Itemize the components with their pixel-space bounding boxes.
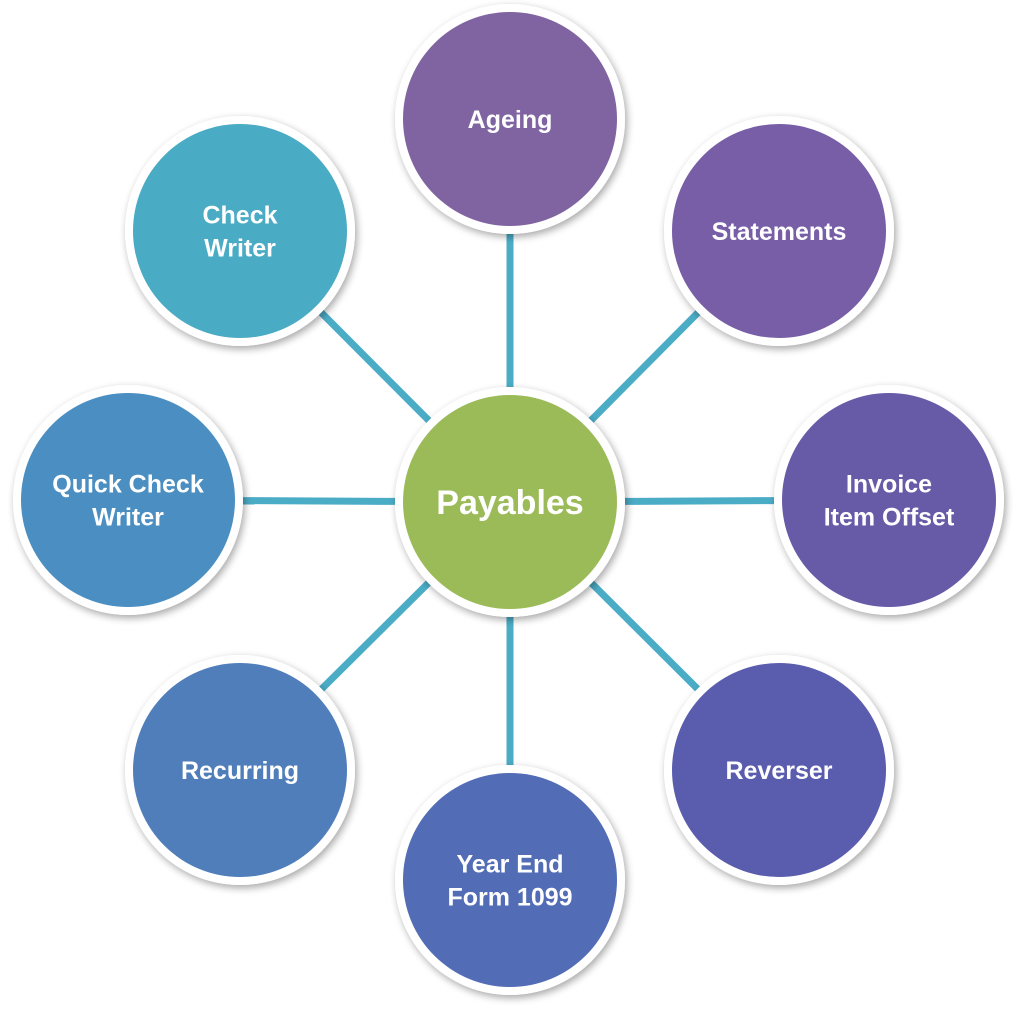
node-statements: Statements bbox=[664, 116, 894, 346]
connector-statements bbox=[588, 310, 701, 423]
node-year-end-label: Year End bbox=[457, 850, 564, 878]
node-ageing-disc bbox=[403, 12, 617, 226]
connector-quick-check bbox=[242, 497, 396, 505]
node-invoice-offset-label: Invoice bbox=[846, 470, 932, 498]
node-year-end-disc bbox=[403, 773, 617, 987]
node-check-writer-disc bbox=[133, 124, 347, 338]
node-ageing-label: Ageing bbox=[468, 106, 553, 134]
node-invoice-offset-disc bbox=[782, 393, 996, 607]
node-invoice-offset-label: Item Offset bbox=[824, 503, 955, 531]
node-ageing: Ageing bbox=[395, 4, 625, 234]
connector-recurring bbox=[319, 580, 431, 692]
node-reverser: Reverser bbox=[664, 655, 894, 885]
node-quick-check-disc bbox=[21, 393, 235, 607]
node-recurring-disc bbox=[133, 663, 347, 877]
connector-invoice-offset bbox=[624, 497, 775, 505]
node-payables-hub-disc bbox=[403, 395, 617, 609]
node-year-end-label: Form 1099 bbox=[447, 883, 572, 911]
node-payables-hub: Payables bbox=[395, 387, 625, 617]
node-check-writer-label: Writer bbox=[204, 234, 276, 262]
node-quick-check-label: Quick Check bbox=[52, 470, 204, 498]
node-recurring: Recurring bbox=[125, 655, 355, 885]
node-reverser-disc bbox=[672, 663, 886, 877]
node-payables-hub-label: Payables bbox=[436, 484, 583, 522]
node-check-writer-label: Check bbox=[202, 201, 277, 229]
connector-check-writer bbox=[318, 309, 432, 424]
node-reverser-label: Reverser bbox=[725, 757, 832, 785]
node-statements-disc bbox=[672, 124, 886, 338]
connector-lines bbox=[242, 234, 775, 765]
node-recurring-label: Recurring bbox=[181, 757, 299, 785]
node-quick-check-label: Writer bbox=[92, 503, 164, 531]
node-statements-label: Statements bbox=[712, 218, 847, 246]
connector-reverser bbox=[588, 580, 701, 692]
